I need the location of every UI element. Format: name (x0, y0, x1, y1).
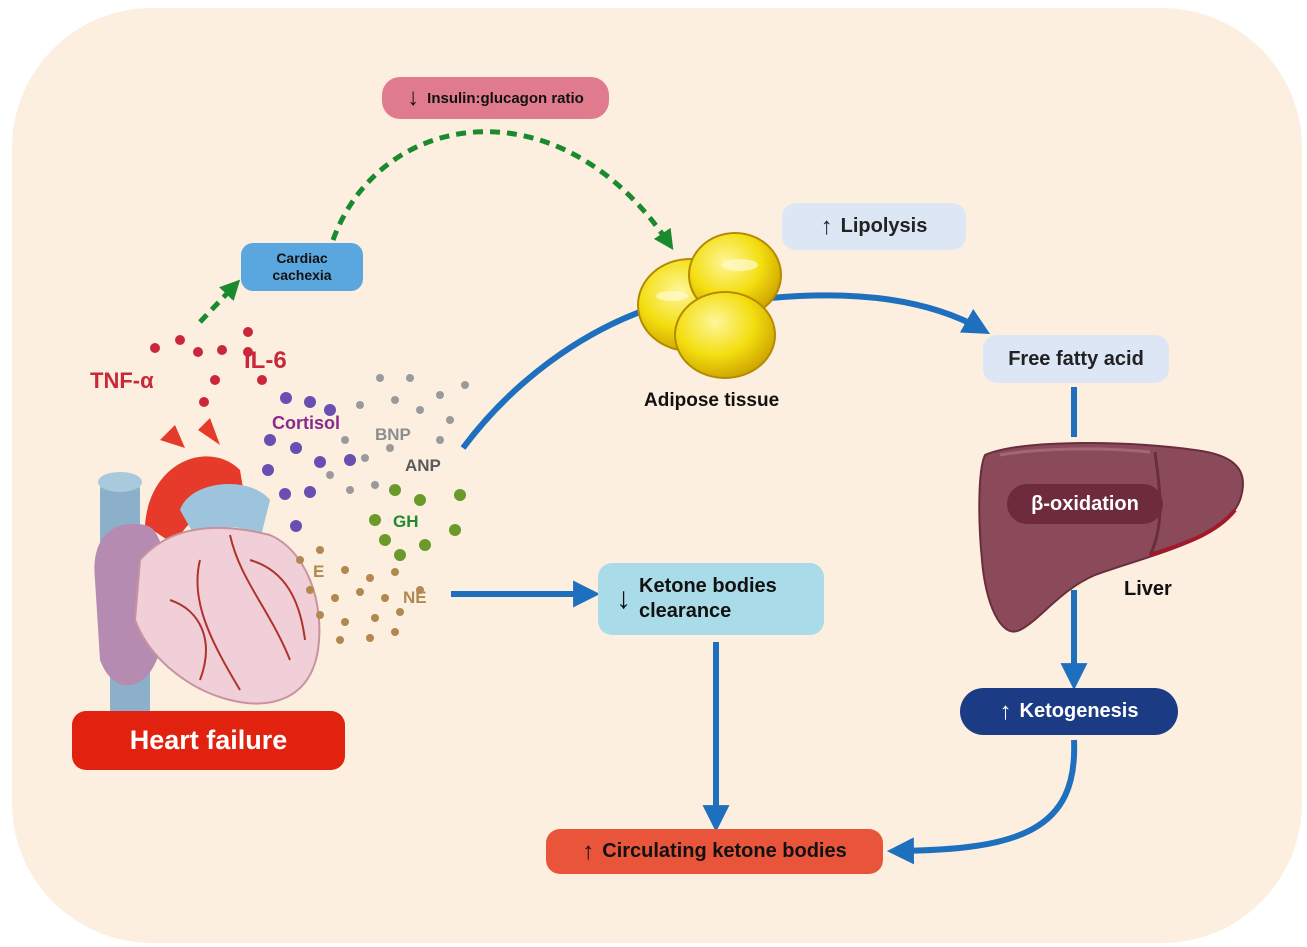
free-fatty-acid-label: Free fatty acid (1008, 347, 1144, 370)
circulating-ketone-label: Circulating ketone bodies (602, 840, 847, 862)
gh-dots (369, 484, 466, 561)
cardiac-cachexia-label: Cardiac cachexia (272, 250, 332, 283)
cortisol-dots (262, 392, 356, 532)
dashed-arrow-to-adipose (330, 129, 674, 250)
bnp-anp-dots (326, 374, 469, 494)
arrow-heart-to-adipose (460, 302, 661, 450)
up-arrow-icon: ↑ (820, 212, 833, 240)
tnf-alpha-label: TNF-α (90, 368, 154, 393)
lipolysis-box: ↑ Lipolysis (782, 203, 966, 250)
liver-label: Liver (1124, 578, 1172, 600)
beta-oxidation-label: β-oxidation (1031, 492, 1139, 515)
down-arrow-icon: ↓ (616, 582, 631, 615)
ketogenesis-box: ↑ Ketogenesis (960, 688, 1178, 735)
adipose-tissue-label: Adipose tissue (644, 390, 780, 411)
heart-failure-box: Heart failure (72, 711, 345, 770)
heart-failure-label: Heart failure (129, 725, 288, 755)
ketone-clearance-box: ↓ Ketone bodies clearance (598, 563, 824, 635)
anp-label: ANP (405, 456, 441, 475)
insulin-glucagon-box: ↓ Insulin:glucagon ratio (382, 77, 609, 119)
up-arrow-icon: ↑ (582, 837, 595, 865)
tnf-il6-dots (150, 327, 267, 407)
beta-oxidation-box: β-oxidation (1007, 484, 1163, 524)
ne-label: NE (403, 588, 427, 607)
dashed-arrow-to-cachexia (198, 279, 241, 324)
e-ne-dots (296, 546, 424, 644)
ketogenesis-label: Ketogenesis (1019, 700, 1139, 722)
arrow-ketogenesis-to-circulating (886, 739, 1078, 865)
gh-label: GH (393, 512, 419, 531)
e-label: E (313, 562, 325, 581)
free-fatty-acid-box: Free fatty acid (983, 335, 1169, 383)
arrow-adipose-to-ffa (769, 292, 991, 334)
down-arrow-icon: ↓ (407, 84, 420, 111)
cardiac-cachexia-box: Cardiac cachexia (241, 243, 363, 291)
heart-illustration (94, 418, 321, 720)
cortisol-label: Cortisol (272, 413, 341, 433)
lipolysis-label: Lipolysis (840, 215, 928, 237)
bnp-label: BNP (375, 425, 411, 444)
ketone-clearance-label: Ketone bodies clearance (639, 575, 777, 622)
circulating-ketone-box: ↑ Circulating ketone bodies (546, 829, 883, 874)
up-arrow-icon: ↑ (999, 697, 1012, 725)
insulin-glucagon-label: Insulin:glucagon ratio (427, 89, 584, 107)
liver-illustration (978, 442, 1244, 633)
il6-label: IL-6 (244, 347, 287, 374)
adipose-tissue-illustration (637, 232, 782, 379)
